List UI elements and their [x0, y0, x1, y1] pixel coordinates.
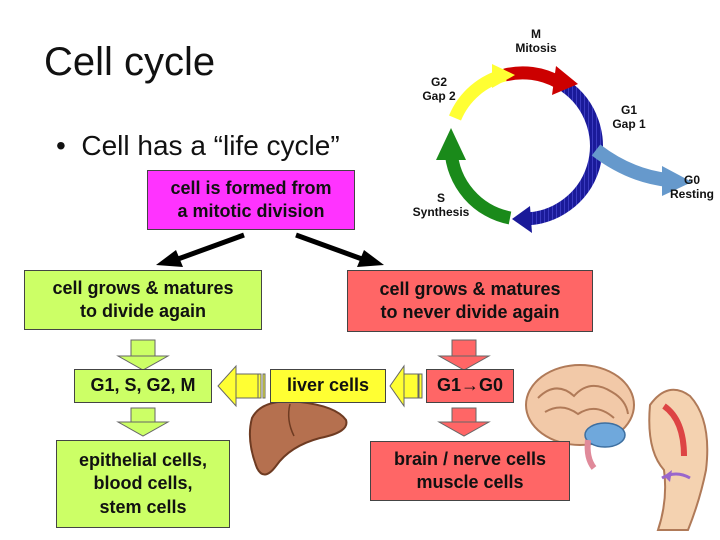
box-cell-formed-line2: a mitotic division [177, 201, 325, 221]
box-epithelial-line1: epithelial cells, [78, 449, 208, 470]
label-synthesis: S Synthesis [406, 191, 476, 220]
bullet-dot: • [56, 130, 82, 161]
gap2-code: G2 [430, 75, 447, 89]
synthesis-name: Synthesis [412, 204, 470, 219]
g1-arrowhead [512, 206, 532, 233]
box-epithelial-line3: stem cells [99, 496, 187, 517]
resting-code: G0 [683, 173, 700, 187]
label-gap1: G1 Gap 1 [604, 103, 654, 132]
gap1-code: G1 [620, 103, 637, 117]
box-grows-never-line2: to never divide again [380, 302, 560, 322]
box-grows-divide-line1: cell grows & matures [52, 277, 234, 298]
label-gap2: G2 Gap 2 [414, 75, 464, 104]
page-title: Cell cycle [44, 40, 216, 84]
box-phases: G1, S, G2, M [74, 369, 212, 403]
g2-arrowhead [492, 64, 515, 88]
box-phases-text: G1, S, G2, M [90, 375, 196, 396]
gap2-name: Gap 2 [422, 88, 456, 103]
gap1-name: Gap 1 [612, 116, 646, 131]
split-arrows [156, 232, 384, 267]
resting-name: Resting [669, 186, 714, 201]
left-arrow-yellow-1 [217, 364, 266, 408]
down-arrow-red-1 [437, 339, 491, 371]
mitosis-code: M [531, 27, 541, 41]
box-cell-formed-line1: cell is formed from [170, 177, 332, 198]
box-g1-g0-text: G1→G0 [436, 375, 504, 396]
box-brain-muscle: brain / nerve cells muscle cells [370, 441, 570, 501]
bullet-text: Cell has a “life cycle” [81, 130, 340, 161]
down-arrow-green-2 [116, 407, 170, 437]
box-grows-never: cell grows & matures to never divide aga… [347, 270, 593, 332]
box-cell-formed: cell is formed from a mitotic division [147, 170, 355, 230]
mitosis-name: Mitosis [515, 40, 557, 55]
box-grows-never-line1: cell grows & matures [379, 278, 561, 299]
g1-arc [522, 80, 603, 226]
s-arc [444, 149, 512, 225]
box-liver: liver cells [270, 369, 386, 403]
box-grows-divide-line2: to divide again [79, 301, 207, 321]
muscle-illustration [648, 388, 709, 531]
box-liver-text: liver cells [286, 375, 370, 396]
brain-illustration [525, 364, 635, 470]
down-arrow-red-2 [437, 407, 491, 437]
liver-illustration [248, 400, 348, 476]
left-arrow-yellow-2 [389, 364, 423, 408]
box-epithelial-line2: blood cells, [93, 473, 193, 494]
box-brain-line2: muscle cells [416, 472, 524, 492]
box-grows-divide: cell grows & matures to divide again [24, 270, 262, 330]
down-arrow-green-1 [116, 339, 170, 371]
box-brain-line1: brain / nerve cells [393, 448, 547, 469]
synthesis-code: S [436, 191, 445, 205]
bullet-item: • Cell has a “life cycle” [56, 130, 340, 162]
label-resting: G0 Resting [664, 173, 720, 202]
label-mitosis: M Mitosis [508, 27, 564, 56]
g0-arrow [591, 144, 692, 196]
box-epithelial: epithelial cells, blood cells, stem cell… [56, 440, 230, 528]
s-arrowhead [436, 128, 466, 160]
box-g1-g0: G1→G0 [426, 369, 514, 403]
m-arrowhead [552, 66, 578, 95]
